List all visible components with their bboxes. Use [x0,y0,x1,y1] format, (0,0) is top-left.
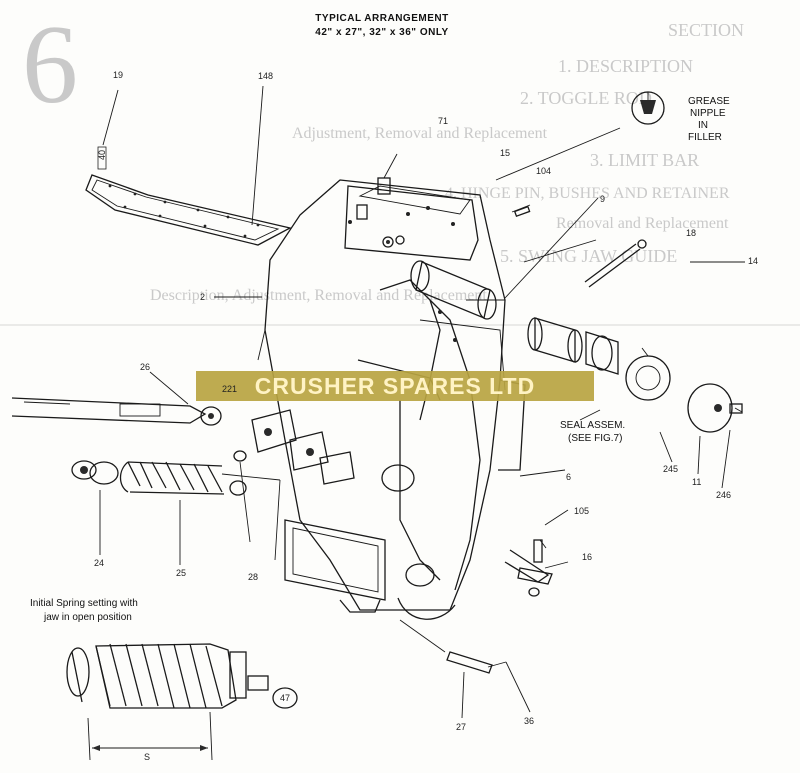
watermark-band [196,371,594,401]
part-11: 11 [692,477,701,487]
seal-note-line-2: (SEE FIG.7) [568,433,622,444]
grease-nipple-detail [495,91,665,181]
bleed-line-2: 2. TOGGLE ROD [520,88,652,108]
part-105: 105 [574,506,589,516]
bleed-line-4: 3. LIMIT BAR [590,150,699,170]
part-27: 27 [456,722,466,732]
bleed-line-7: 5. SWING JAW GUIDE [500,246,677,266]
part-9: 9 [600,194,605,204]
background-bleed-through: 6 SECTION 1. DESCRIPTION 2. TOGGLE ROD A… [0,3,800,326]
part-14: 14 [748,256,758,266]
grease-note-line-3: IN [698,120,708,131]
part-28: 28 [248,572,258,582]
bleed-line-1: 1. DESCRIPTION [558,56,693,76]
dowel-pin [399,619,531,719]
part-19: 19 [113,70,123,80]
grease-note-line-4: FILLER [688,132,722,143]
part-245: 245 [663,464,678,474]
seal-note-line-1: SEAL ASSEM. [560,420,625,431]
part-25: 25 [176,568,186,578]
dimension-label: S [144,752,150,762]
top-bolt-assembly [356,153,531,248]
part-148: 148 [258,71,273,81]
clevis-assembly [233,409,355,543]
leader-lines [99,239,731,569]
watermark: CRUSHER SPARES LTD [196,371,594,401]
spring-caption-line-2: jaw in open position [43,612,132,623]
cover-plate [85,85,292,246]
toggle-spring [71,460,281,496]
bleed-line-5: 4. HINGE PIN, BUSHES AND RETAINER [445,185,730,202]
part-24: 24 [94,558,104,568]
section-heading-ghost: SECTION [668,20,744,40]
section-number-ghost: 6 [22,3,78,127]
part-6: 6 [566,472,571,482]
grease-note-line-1: GREASE [688,96,730,107]
part-15: 15 [500,148,510,158]
tension-rod [11,371,222,426]
part-callouts: 19 148 40 71 15 104 9 18 14 2 26 221 6 1… [94,70,758,732]
part-47: 47 [280,693,290,703]
retainer-plate [517,509,569,597]
part-2: 2 [200,292,205,302]
part-26: 26 [140,362,150,372]
part-36: 36 [524,716,534,726]
spring-caption-line-1: Initial Spring setting with [30,598,138,609]
part-221: 221 [222,384,237,394]
bleed-line-8: Description, Adjustment, Removal and Rep… [150,287,487,304]
bleed-line-6: Removal and Replacement [556,215,729,232]
part-246: 246 [716,490,731,500]
watermark-text: CRUSHER SPARES LTD [255,373,535,399]
grease-note-line-2: NIPPLE [690,108,726,119]
part-104: 104 [536,166,551,176]
grease-note: GREASE NIPPLE IN FILLER [688,96,730,143]
hinge-pin-assembly [410,197,745,433]
spring-setting-detail [66,643,298,761]
part-71: 71 [438,116,448,126]
part-16: 16 [582,552,592,562]
part-18: 18 [686,228,696,238]
part-40: 40 [97,150,107,160]
diagram-title: TYPICAL ARRANGEMENT [315,13,448,24]
bleed-line-3: Adjustment, Removal and Replacement [292,125,548,142]
diagram-subtitle: 42" x 27", 32" x 36" ONLY [315,27,448,38]
